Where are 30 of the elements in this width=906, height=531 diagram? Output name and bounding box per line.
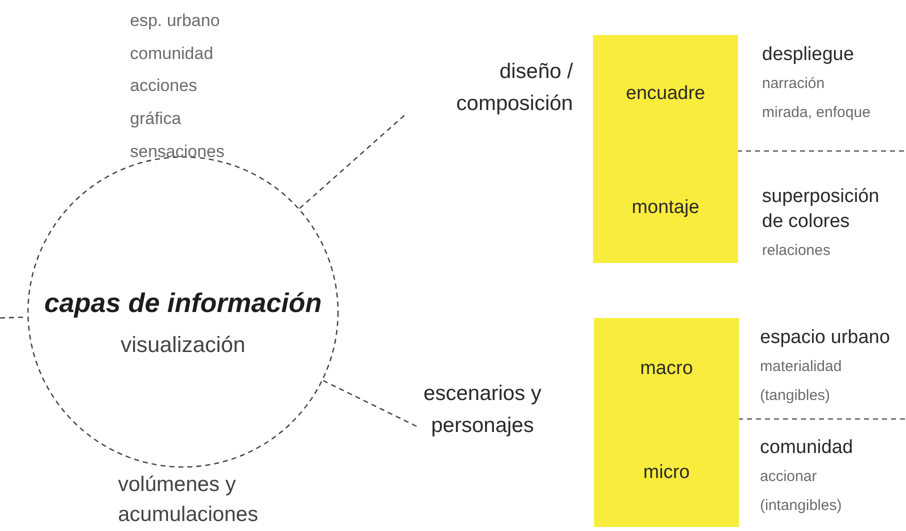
detail-heading: espacio urbano: [760, 326, 891, 350]
detail-text: accionar: [760, 467, 818, 487]
dashed-connector: [299, 112, 408, 209]
category-box: [594, 318, 739, 419]
category-label: encuadre: [626, 82, 706, 104]
text-label: comunidad: [130, 43, 214, 65]
branch-label: diseño / composición: [455, 59, 573, 117]
detail-heading: despliegue: [762, 43, 855, 67]
text-label: sensaciones: [130, 141, 225, 163]
circle-subtitle: visualización: [120, 332, 246, 358]
category-box: [594, 419, 739, 527]
detail-text: relaciones: [762, 241, 832, 261]
category-label: macro: [640, 358, 693, 380]
category-label: montaje: [632, 196, 700, 218]
detail-text: materialidad: [760, 357, 843, 377]
text-label: gráfica: [130, 108, 182, 130]
detail-text: narración: [762, 74, 826, 94]
detail-text: (tangibles): [760, 386, 832, 406]
detail-heading: superposición de colores: [762, 185, 880, 234]
text-label: volúmenes y acumulaciones: [118, 472, 260, 528]
text-label: esp. urbano: [130, 10, 220, 32]
branch-label: escenarios y personajes: [422, 381, 542, 439]
circle-title: capas de información: [43, 288, 323, 319]
category-box: [593, 35, 738, 152]
text-label: acciones: [130, 75, 198, 97]
detail-text: mirada, enfoque: [762, 103, 872, 123]
detail-heading: comunidad: [760, 436, 854, 460]
category-box: [593, 152, 738, 263]
detail-text: (intangibles): [760, 496, 843, 516]
category-label: micro: [643, 462, 690, 484]
